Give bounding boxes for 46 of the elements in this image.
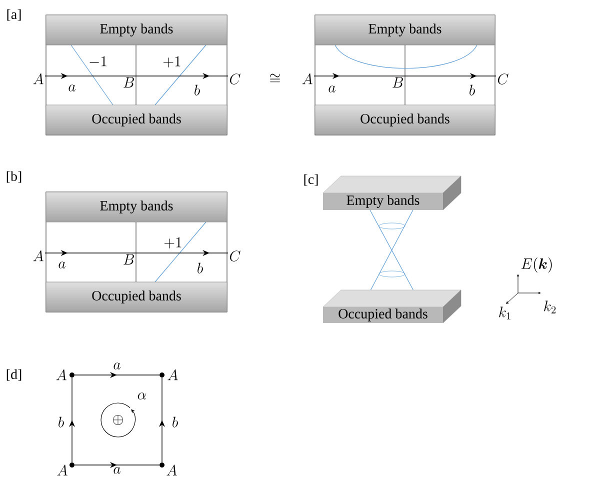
band-box: Occupied bands <box>46 104 228 136</box>
point-label: $C$ <box>498 74 508 84</box>
panel-label: [b] <box>6 171 22 183</box>
congruence-sign: $\cong$ <box>270 74 280 82</box>
edge-label: $a$ <box>114 362 120 370</box>
node-label: Occupied bands <box>338 308 428 322</box>
point-label: $A$ <box>33 250 44 262</box>
edge-label: $b$ <box>172 416 178 428</box>
band-box: Occupied bands <box>46 282 228 312</box>
point-label: $A$ <box>33 73 44 84</box>
node-label: Empty bands <box>346 195 420 208</box>
winding-number: $-1$ <box>90 56 106 66</box>
panel-label: [c] <box>304 174 318 186</box>
axis-label: $k_1$ <box>499 306 510 320</box>
slab: Occupied bands <box>322 290 462 324</box>
vertex-label: $A$ <box>56 369 66 380</box>
point-label: $A$ <box>302 73 312 84</box>
point-label: $C$ <box>230 250 240 262</box>
loop-label: $\alpha$ <box>138 392 146 400</box>
panel-label: [d] <box>6 369 22 381</box>
band-box: Empty bands <box>46 14 228 46</box>
edge-label: $b$ <box>58 416 64 428</box>
panel-label: [a] <box>7 9 21 21</box>
band-box: Empty bands <box>314 14 496 46</box>
winding-number: $+1$ <box>163 56 180 68</box>
edge-label: $a$ <box>114 467 120 474</box>
slab: Empty bands <box>322 176 462 210</box>
edge-label: $a$ <box>328 86 336 92</box>
axis-label: $k_2$ <box>544 300 556 314</box>
point-label: $B$ <box>124 254 134 264</box>
flux-symbol: $\oplus$ <box>113 415 123 425</box>
vertex-label: $A$ <box>168 369 178 380</box>
vertex-label: $A$ <box>57 464 68 476</box>
band-box: Empty bands <box>46 192 228 222</box>
edge-label: $b$ <box>198 262 203 274</box>
edge-label: $a$ <box>58 262 66 268</box>
point-label: $B$ <box>392 77 404 88</box>
winding-number: $+1$ <box>164 237 182 248</box>
axis-label: $E(\boldsymbol{k})$ <box>521 258 552 272</box>
vertex-label: $A$ <box>166 464 177 476</box>
edge-label: $b$ <box>470 84 475 96</box>
edge-label: $b$ <box>194 84 200 96</box>
point-label: $B$ <box>124 77 134 88</box>
point-label: $C$ <box>230 74 240 84</box>
band-box: Occupied bands <box>314 104 496 136</box>
edge-label: $a$ <box>68 84 76 92</box>
